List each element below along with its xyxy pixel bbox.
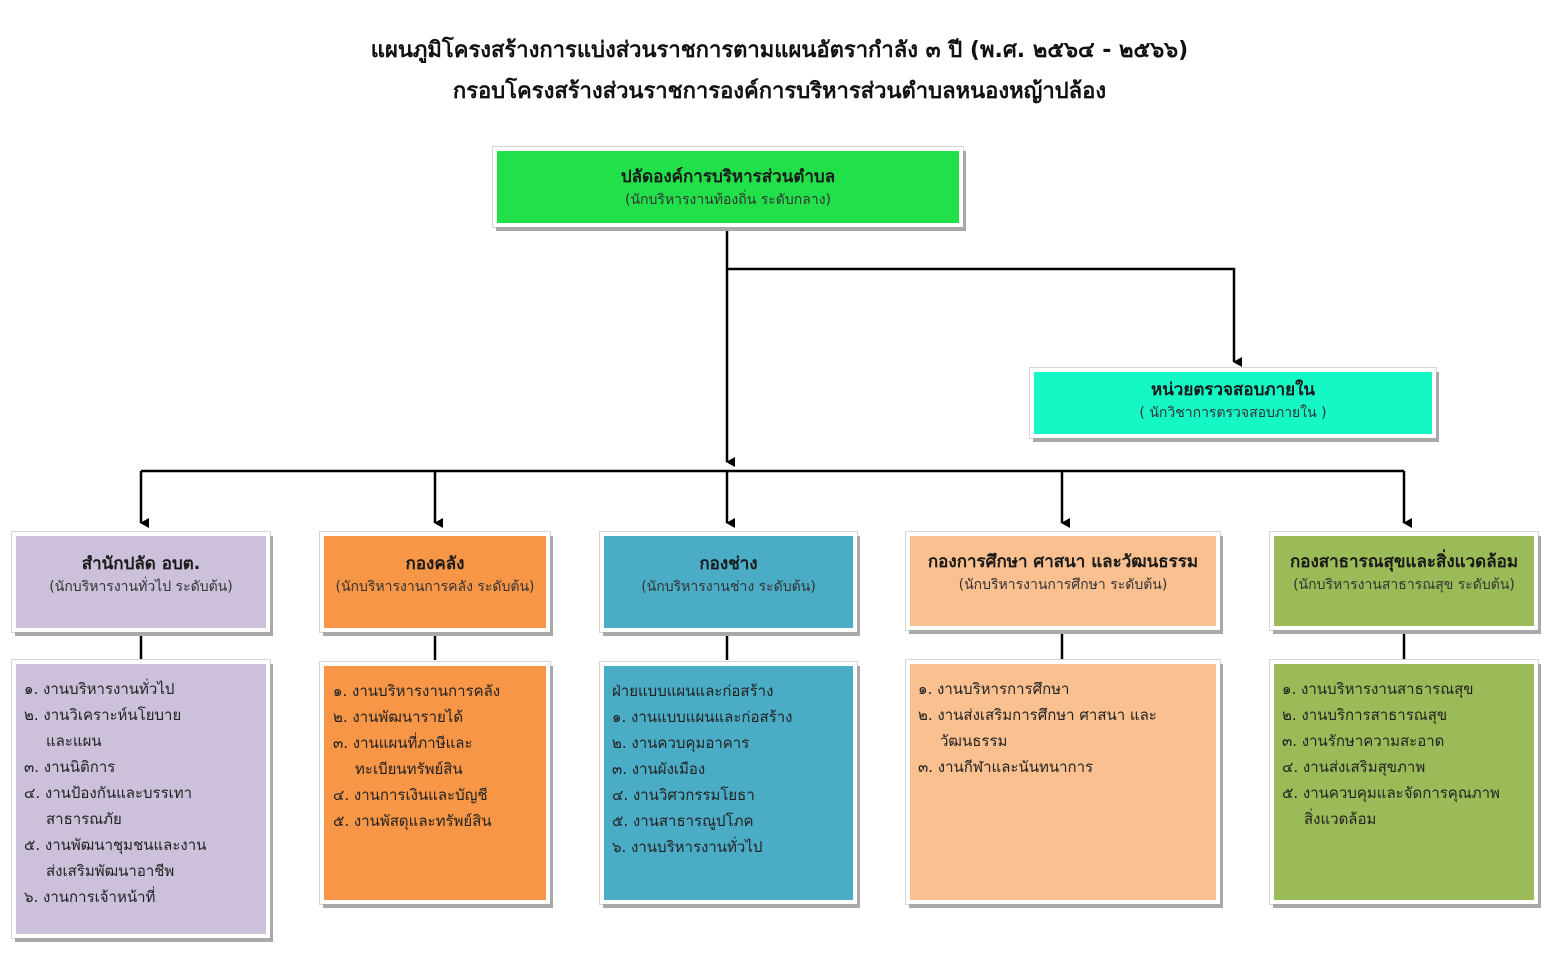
task-item: ๑. งานแบบแผนและก่อสร้าง xyxy=(612,708,793,726)
task-item: ๕. งานพัสดุและทรัพย์สิน xyxy=(333,812,492,830)
box-title: สำนักปลัด อบต. xyxy=(81,554,201,574)
task-item: ส่งเสริมพัฒนาอาชีพ xyxy=(46,862,175,880)
division-header-engineering: กองช่าง (นักบริหารงานช่าง ระดับต้น) xyxy=(600,532,857,632)
task-item: ๔. งานป้องกันและบรรเทา xyxy=(24,784,193,802)
task-item: ๔. งานวิศวกรรมโยธา xyxy=(612,786,755,804)
task-section-heading: ฝ่ายแบบแผนและก่อสร้าง xyxy=(612,682,774,700)
box-title: กองการศึกษา ศาสนา และวัฒนธรรม xyxy=(927,552,1199,572)
box-subtitle: (นักบริหารงานการศึกษา ระดับต้น) xyxy=(958,577,1168,593)
task-item: ทะเบียนทรัพย์สิน xyxy=(355,760,463,778)
task-item: ๔. งานส่งเสริมสุขภาพ xyxy=(1282,758,1426,776)
box-subtitle: (นักบริหารงานทั่วไป ระดับต้น) xyxy=(49,579,233,595)
task-list-office: ๑. งานบริหารงานทั่วไป ๒. งานวิเคราะห์นโย… xyxy=(12,660,270,938)
box-subtitle: (นักบริหารงานสาธารณสุข ระดับต้น) xyxy=(1293,577,1515,593)
task-item: ๒. งานพัฒนารายได้ xyxy=(333,708,464,726)
division-header-health: กองสาธารณสุขและสิ่งแวดล้อม (นักบริหารงาน… xyxy=(1270,532,1538,630)
box-title: กองสาธารณสุขและสิ่งแวดล้อม xyxy=(1289,552,1519,572)
task-item: สิ่งแวดล้อม xyxy=(1304,810,1377,828)
box-title: กองช่าง xyxy=(699,554,758,574)
task-item: และแผน xyxy=(46,732,102,750)
box-subtitle: (นักบริหารงานท้องถิ่น ระดับกลาง) xyxy=(625,192,831,208)
task-item: ๓. งานรักษาความสะอาด xyxy=(1282,732,1445,750)
task-list-education: ๑. งานบริหารการศึกษา ๒. งานส่งเสริมการศึ… xyxy=(906,660,1220,904)
box-title: กองคลัง xyxy=(405,554,465,574)
internal-audit-box: หน่วยตรวจสอบภายใน ( นักวิชาการตรวจสอบภาย… xyxy=(1030,368,1436,438)
task-list-health: ๑. งานบริหารงานสาธารณสุข ๒. งานบริการสาธ… xyxy=(1270,660,1538,904)
audit-branch-line xyxy=(727,267,1242,367)
box-subtitle: ( นักวิชาการตรวจสอบภายใน ) xyxy=(1139,405,1327,421)
task-item: ๓. งานแผนที่ภาษีและ xyxy=(333,734,473,752)
task-item: ๒. งานควบคุมอาคาร xyxy=(612,734,750,752)
task-item: ๓. งานนิติการ xyxy=(24,758,116,776)
task-item: ๔. งานการเงินและบัญชี xyxy=(333,786,488,804)
task-item: ๑. งานบริหารงานการคลัง xyxy=(333,682,501,700)
division-header-office: สำนักปลัด อบต. (นักบริหารงานทั่วไป ระดับ… xyxy=(12,532,270,632)
task-item: วัฒนธรรม xyxy=(940,732,1008,750)
task-item: ๑. งานบริหารงานสาธารณสุข xyxy=(1282,680,1474,698)
task-item: ๓. งานกีฬาและนันทนาการ xyxy=(918,758,1094,776)
task-item: ๖. งานบริหารงานทั่วไป xyxy=(612,838,763,856)
chief-administrator-box: ปลัดองค์การบริหารส่วนตำบล (นักบริหารงานท… xyxy=(493,147,963,227)
task-item: ๑. งานบริหารการศึกษา xyxy=(918,680,1070,698)
division-header-education: กองการศึกษา ศาสนา และวัฒนธรรม (นักบริหาร… xyxy=(906,532,1220,630)
box-title: หน่วยตรวจสอบภายใน xyxy=(1150,380,1316,400)
division-header-finance: กองคลัง (นักบริหารงานการคลัง ระดับต้น) xyxy=(320,532,550,632)
task-item: ๒. งานวิเคราะห์นโยบาย xyxy=(24,706,182,724)
chart-title: แผนภูมิโครงสร้างการแบ่งส่วนราชการตามแผนอ… xyxy=(370,38,1189,63)
task-item: ๒. งานส่งเสริมการศึกษา ศาสนา และ xyxy=(918,706,1157,724)
task-list-engineering: ฝ่ายแบบแผนและก่อสร้าง ๑. งานแบบแผนและก่อ… xyxy=(600,662,857,904)
task-item: ๕. งานสาธารณูปโภค xyxy=(612,812,754,830)
task-item: ๕. งานพัฒนาชุมชนและงาน xyxy=(24,836,207,854)
task-item: ๖. งานการเจ้าหน้าที่ xyxy=(24,888,156,906)
box-title: ปลัดองค์การบริหารส่วนตำบล xyxy=(620,167,836,187)
box-subtitle: (นักบริหารงานช่าง ระดับต้น) xyxy=(641,579,816,595)
box-subtitle: (นักบริหารงานการคลัง ระดับต้น) xyxy=(335,579,535,595)
task-item: ๕. งานควบคุมและจัดการคุณภาพ xyxy=(1282,784,1500,802)
task-list-finance: ๑. งานบริหารงานการคลัง ๒. งานพัฒนารายได้… xyxy=(320,662,550,904)
task-item: ๑. งานบริหารงานทั่วไป xyxy=(24,680,175,698)
task-item: สาธารณภัย xyxy=(46,810,122,828)
task-item: ๓. งานผังเมือง xyxy=(612,760,706,778)
task-item: ๒. งานบริการสาธารณสุข xyxy=(1282,706,1448,724)
chart-subtitle: กรอบโครงสร้างส่วนราชการองค์การบริหารส่วน… xyxy=(452,79,1107,104)
